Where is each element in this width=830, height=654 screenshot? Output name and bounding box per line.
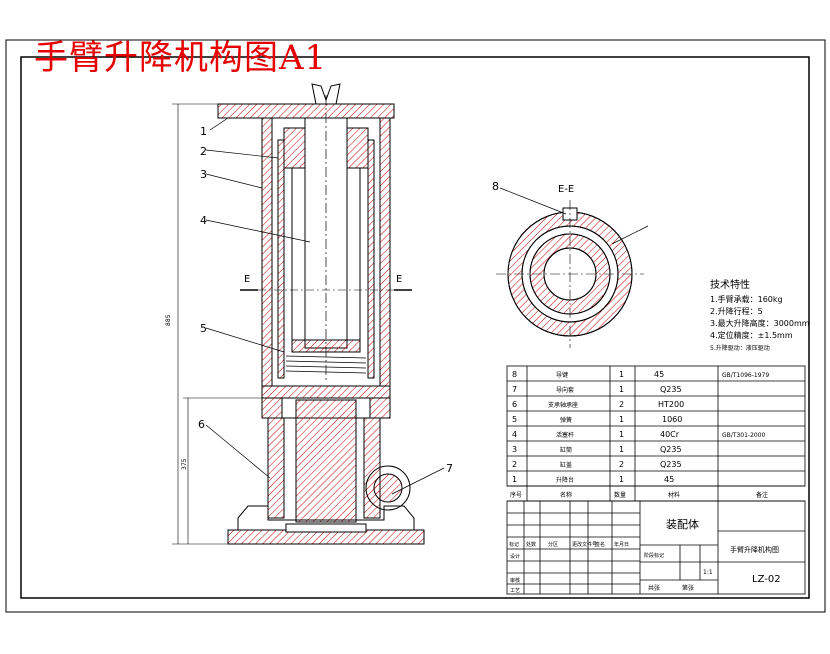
bom-rows: 8 导键 1 45 GB/T1096-1979 7 导向套 1 Q235 6 支…: [510, 370, 769, 499]
bom-name-3: 缸筒: [560, 446, 572, 454]
bom-mat-5: 1060: [662, 415, 682, 424]
bom-no-8: 8: [512, 370, 517, 379]
bom-name-8: 导键: [556, 371, 568, 379]
bom-no-5: 5: [512, 415, 517, 424]
tb-row-mark: 标记: [509, 541, 519, 548]
bom-qty-7: 1: [619, 385, 624, 394]
bom-remark-4: GB/T301-2000: [722, 432, 766, 439]
main-section-view: [172, 83, 445, 545]
cut-mark-left: E: [244, 274, 250, 285]
balloon-6: 6: [198, 418, 205, 431]
bom-mat-3: Q235: [660, 445, 682, 454]
bom-qty-2: 2: [619, 460, 624, 469]
bom-no-3: 3: [512, 445, 517, 454]
tb-scale: 1:1: [703, 569, 713, 576]
bom-qty-6: 2: [619, 400, 624, 409]
tech-line-5: 5.升降驱动：液压驱动: [710, 344, 770, 352]
bom-mat-2: Q235: [660, 460, 682, 469]
tb-drawing-no: LZ-02: [752, 574, 781, 585]
bom-no-4: 4: [512, 430, 517, 439]
tech-line-1: 1.手臂承载：160kg: [710, 294, 783, 304]
tb-stage: 阶段标记: [644, 552, 664, 559]
tb-side-review: 审核: [510, 577, 520, 584]
bom-qty-3: 1: [619, 445, 624, 454]
bom-mat-6: HT200: [658, 400, 684, 409]
bom-name-1: 升降台: [556, 476, 574, 484]
bom-name-7: 导向套: [556, 386, 574, 394]
balloon-5: 5: [200, 322, 207, 335]
bom-name-6: 支承轴承座: [548, 401, 578, 409]
bom-header-qty: 数量: [614, 491, 626, 499]
bom-no-2: 2: [512, 460, 517, 469]
bom-header-remark: 备注: [756, 491, 768, 499]
bom-header-name: 名称: [560, 491, 572, 499]
bom-name-2: 缸盖: [560, 461, 572, 469]
balloon-7: 7: [446, 462, 453, 475]
bom-no-6: 6: [512, 400, 517, 409]
bom-qty-8: 1: [619, 370, 624, 379]
sheet-outer-border: [5, 39, 826, 613]
section-ee-view: [496, 187, 649, 348]
balloon-4: 4: [200, 214, 207, 227]
tech-line-4: 4.定位精度：±1.5mm: [710, 330, 793, 340]
bom-mat-1: 45: [664, 475, 674, 484]
bom-mat-8: 45: [654, 370, 664, 379]
bom-qty-5: 1: [619, 415, 624, 424]
title-block-grid: [506, 500, 806, 595]
section-label: E-E: [558, 184, 574, 195]
bom-mat-4: 40Cr: [660, 430, 680, 439]
bom-header-material: 材料: [668, 491, 680, 499]
sheet-inner-border: [20, 56, 810, 599]
tb-row-count: 处数: [526, 541, 536, 548]
bom-name-4: 活塞杆: [556, 431, 574, 439]
bom-no-1: 1: [512, 475, 517, 484]
bom-header-no: 序号: [510, 491, 522, 499]
balloon-3: 3: [200, 168, 207, 181]
tech-line-2: 2.升降行程：5: [710, 306, 763, 316]
title-block-text: 装配体 手臂升降机构图 LZ-02 阶段标记 1:1 共张 第张 标记 处数 分…: [509, 517, 781, 594]
tb-sheet-no: 第张: [682, 584, 694, 592]
tb-row-file: 更改文件号: [572, 541, 597, 548]
dim-lower-height: 375: [181, 458, 188, 470]
tb-drawing-name: 手臂升降机构图: [730, 545, 779, 554]
bom-mat-7: Q235: [660, 385, 682, 394]
dim-total-height: 885: [165, 314, 172, 326]
bom-qty-1: 1: [619, 475, 624, 484]
tb-row-zone: 分区: [548, 541, 558, 548]
tb-side-design: 设计: [510, 553, 520, 560]
bom-no-7: 7: [512, 385, 517, 394]
tb-row-date: 年月日: [614, 541, 629, 548]
tech-title: 技术特性: [710, 278, 750, 291]
bom-name-5: 弹簧: [560, 416, 572, 424]
tb-sheet-total: 共张: [648, 584, 660, 592]
tb-row-sign: 签名: [595, 541, 605, 548]
tb-side-process: 工艺: [510, 588, 520, 594]
cut-mark-right: E: [396, 274, 402, 285]
bom-remark-8: GB/T1096-1979: [722, 372, 769, 379]
page-title: 手臂升降机构图A1: [34, 38, 328, 78]
balloon-1: 1: [200, 125, 207, 138]
bom-qty-4: 1: [619, 430, 624, 439]
tb-assembly: 装配体: [666, 517, 699, 531]
balloon-8: 8: [492, 180, 499, 193]
balloon-2: 2: [200, 145, 207, 158]
tech-line-3: 3.最大升降高度：3000mm: [710, 318, 810, 328]
